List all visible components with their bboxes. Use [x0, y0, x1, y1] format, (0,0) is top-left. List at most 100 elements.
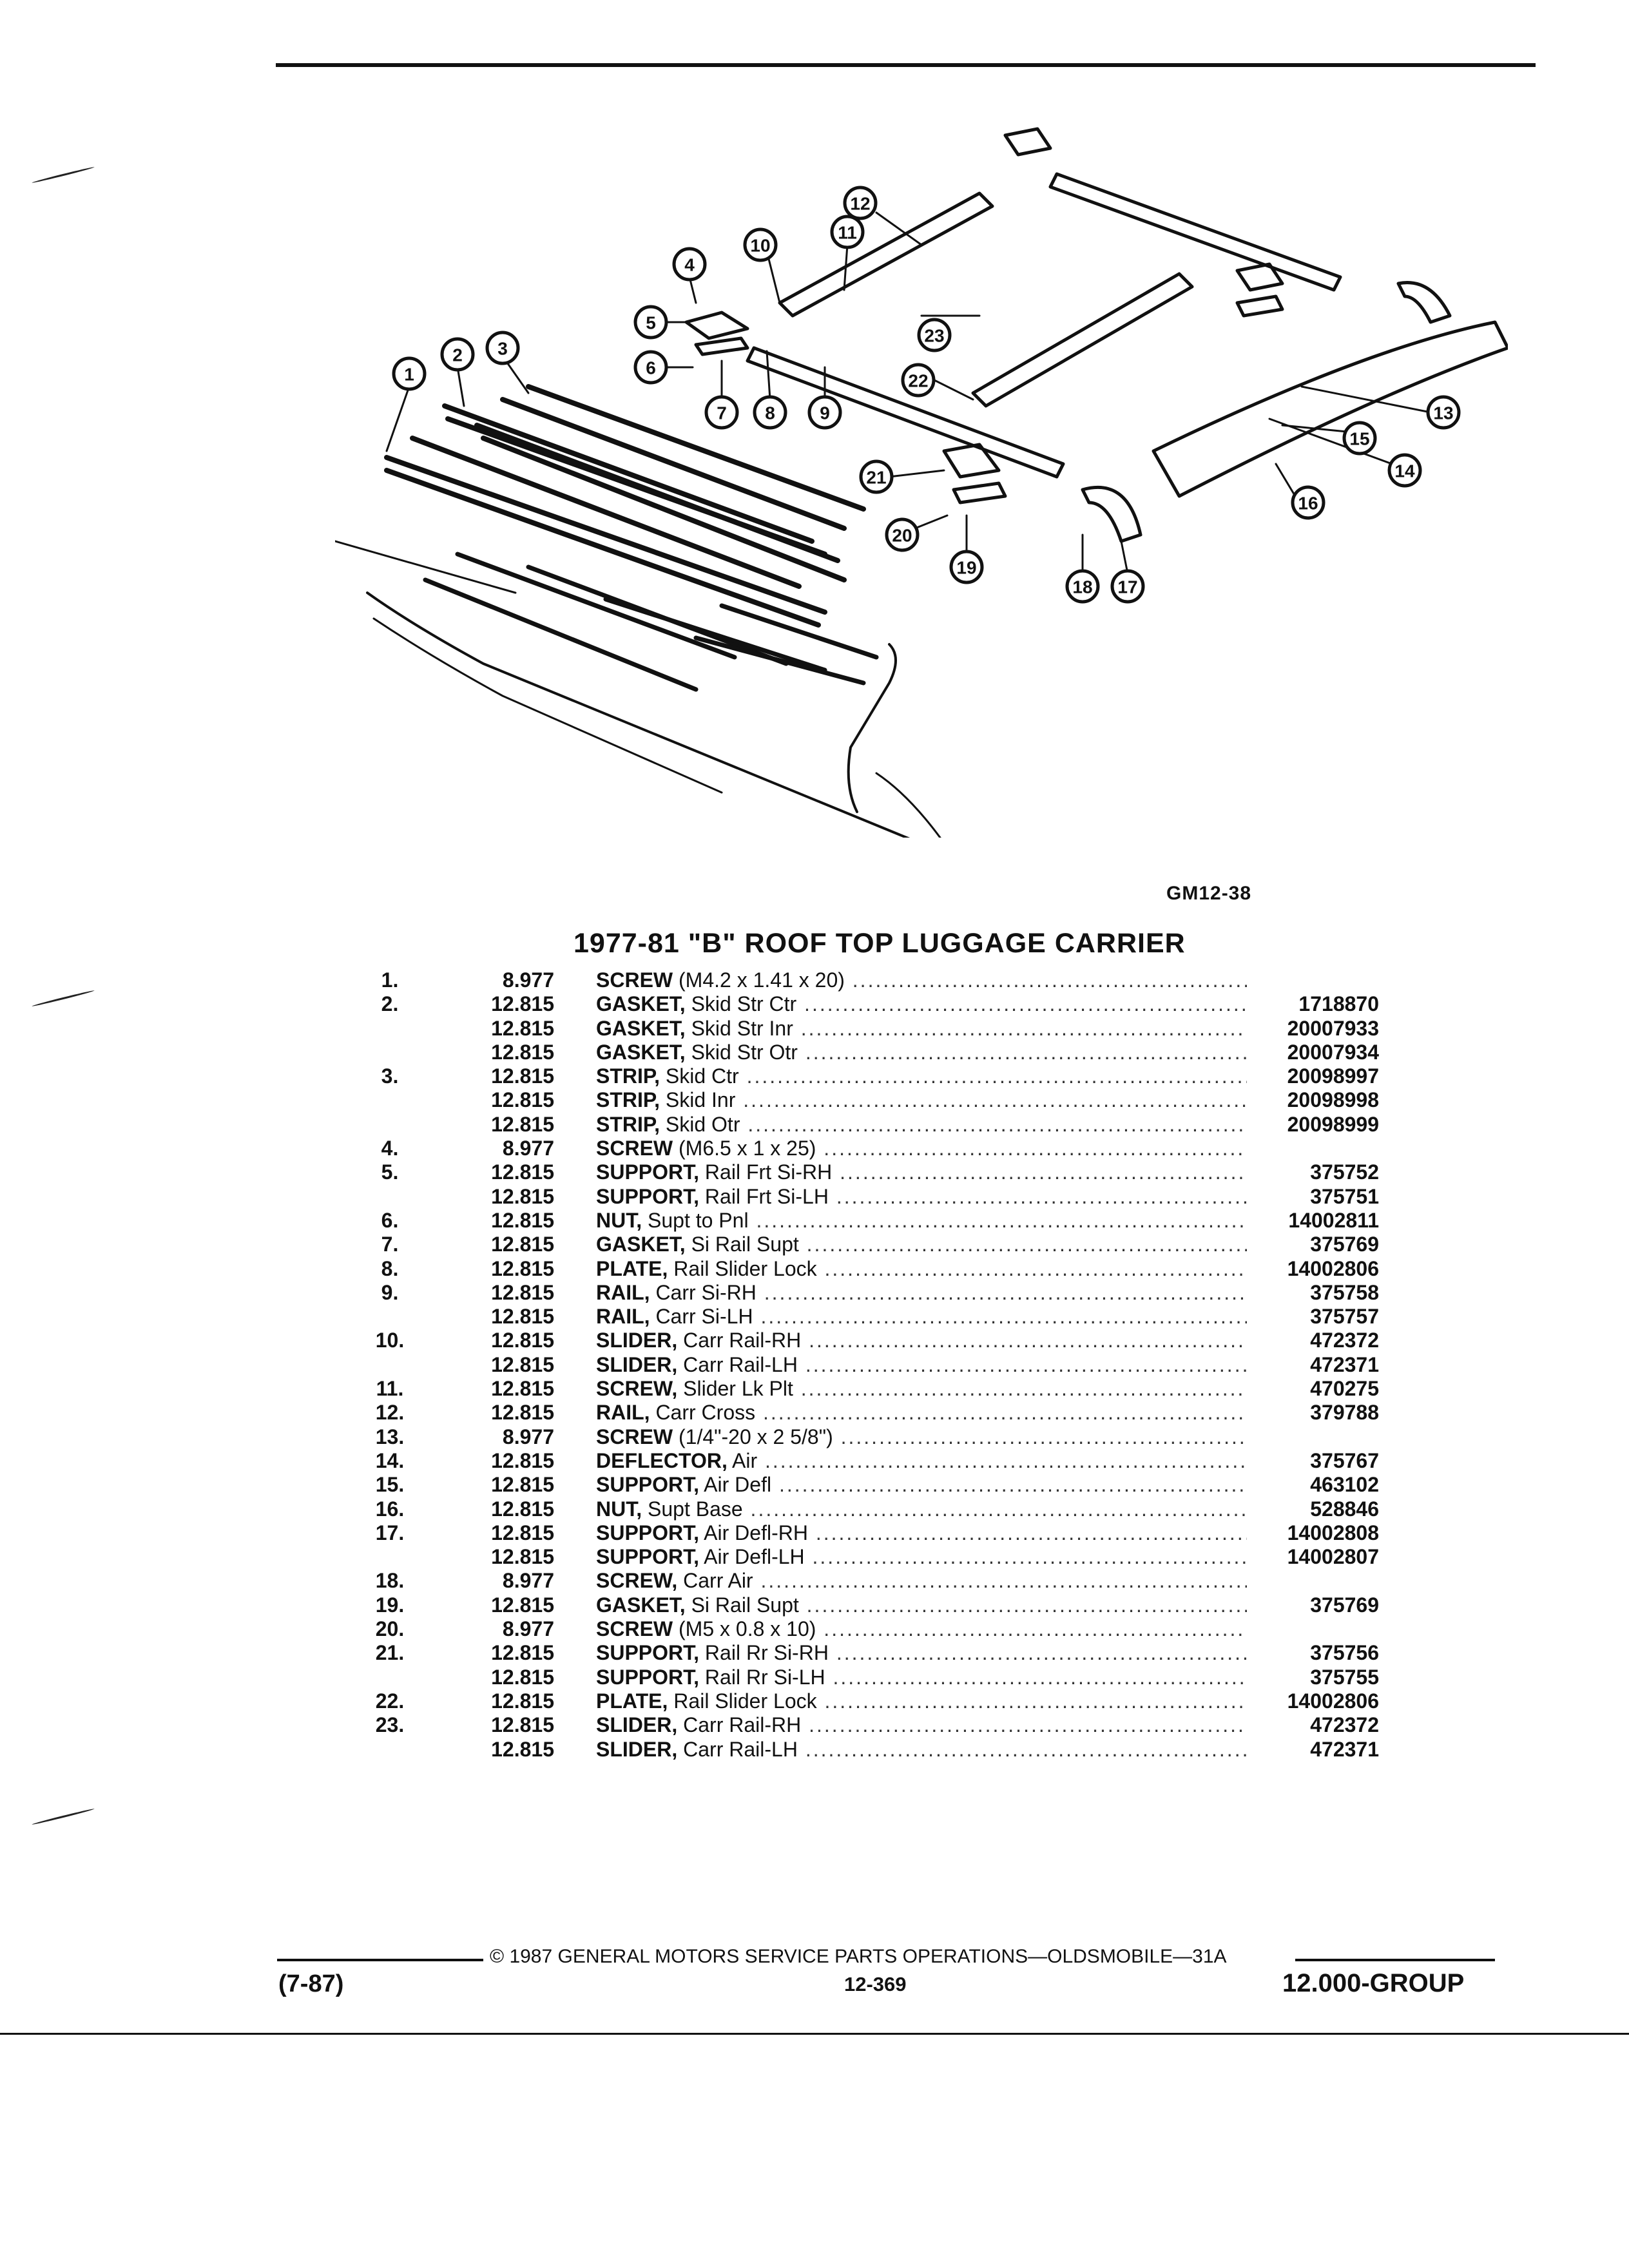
group-number: 12.815: [491, 992, 554, 1016]
part-detail: (M4.2 x 1.41 x 20): [673, 968, 845, 992]
part-description: SLIDER, Carr Rail-LH ...................…: [596, 1737, 1247, 1761]
callout-8: 8: [753, 395, 787, 430]
part-number: 375769: [1310, 1233, 1379, 1256]
part-detail: Rail Rr Si-RH: [699, 1641, 829, 1665]
part-description: NUT, Supt to Pnl .......................…: [596, 1208, 1247, 1232]
part-detail: Si Rail Supt: [685, 1593, 799, 1617]
svg-text:3: 3: [497, 339, 508, 359]
group-number: 8.977: [502, 968, 554, 992]
part-description: SCREW (M4.2 x 1.41 x 20) ...............…: [596, 968, 1247, 992]
part-description: STRIP, Skid Otr ........................…: [596, 1112, 1247, 1136]
part-detail: Skid Otr: [660, 1112, 740, 1136]
svg-text:2: 2: [452, 345, 463, 365]
group-number: 8.977: [502, 1425, 554, 1448]
part-description: PLATE, Rail Slider Lock ................…: [596, 1689, 1247, 1713]
part-name: SLIDER,: [596, 1737, 678, 1761]
page-title: 1977-81 "B" ROOF TOP LUGGAGE CARRIER: [574, 928, 1186, 959]
part-name: STRIP,: [596, 1112, 660, 1136]
part-number: 20007934: [1287, 1040, 1379, 1064]
part-description: SLIDER, Carr Rail-RH ...................…: [596, 1713, 1247, 1737]
group-number: 12.815: [491, 1233, 554, 1256]
part-name: SCREW: [596, 1137, 673, 1160]
group-number: 12.815: [491, 1329, 554, 1352]
callout-14: 14: [1387, 453, 1422, 488]
svg-text:9: 9: [820, 403, 830, 423]
part-number: 14002811: [1288, 1208, 1379, 1232]
group-number: 12.815: [491, 1545, 554, 1569]
part-description: SUPPORT, Rail Rr Si-LH .................…: [596, 1665, 1247, 1689]
part-detail: Rail Rr Si-LH: [699, 1665, 825, 1689]
item-number: 8.: [381, 1256, 399, 1280]
part-detail: Air Defl-LH: [699, 1545, 805, 1569]
item-number: 23.: [375, 1713, 405, 1737]
part-description: RAIL, Carr Cross .......................…: [596, 1401, 1247, 1425]
part-name: SUPPORT,: [596, 1641, 700, 1665]
group-number: 8.977: [502, 1617, 554, 1641]
part-description: GASKET, Skid Str Inr ...................…: [596, 1016, 1247, 1040]
svg-text:23: 23: [924, 326, 944, 346]
part-detail: Skid Inr: [660, 1088, 736, 1112]
part-name: SLIDER,: [596, 1352, 678, 1376]
part-name: SLIDER,: [596, 1713, 678, 1737]
item-number: 2.: [381, 992, 399, 1016]
top-rule: [276, 63, 1536, 67]
item-number: 14.: [375, 1448, 405, 1472]
svg-text:13: 13: [1433, 403, 1453, 423]
part-detail: Rail Frt Si-RH: [699, 1160, 833, 1184]
group-number: 12.815: [491, 1305, 554, 1329]
part-name: PLATE,: [596, 1689, 668, 1713]
callout-20: 20: [885, 517, 920, 552]
part-detail: Slider Lk Plt: [677, 1377, 793, 1401]
callout-10: 10: [743, 227, 778, 262]
group-number: 12.815: [491, 1713, 554, 1737]
svg-text:19: 19: [956, 558, 976, 578]
part-detail: Rail Frt Si-LH: [699, 1184, 829, 1208]
item-number: 3.: [381, 1064, 399, 1088]
item-number: 4.: [381, 1137, 399, 1160]
part-description: SCREW (M5 x 0.8 x 10) ..................…: [596, 1617, 1247, 1641]
hole-punch-mark: [32, 989, 95, 1008]
part-detail: Carr Cross: [650, 1401, 756, 1425]
svg-text:7: 7: [717, 403, 727, 423]
part-number: 375757: [1310, 1305, 1379, 1329]
item-number: 19.: [375, 1593, 405, 1617]
part-description: SUPPORT, Rail Frt Si-LH ................…: [596, 1184, 1247, 1208]
part-description: GASKET, Si Rail Supt ...................…: [596, 1593, 1247, 1617]
part-number: 472372: [1310, 1713, 1379, 1737]
part-number: 14002807: [1287, 1545, 1379, 1569]
svg-text:20: 20: [892, 526, 912, 546]
part-description: GASKET, Si Rail Supt ...................…: [596, 1233, 1247, 1256]
part-description: SCREW (M6.5 x 1 x 25) ..................…: [596, 1137, 1247, 1160]
callout-17: 17: [1110, 569, 1145, 604]
svg-text:11: 11: [838, 223, 857, 243]
part-number: 528846: [1310, 1497, 1379, 1521]
svg-text:16: 16: [1298, 494, 1318, 514]
parts-row: 12.815 STRIP, Skid Otr ..................…: [361, 1113, 1392, 1137]
group-number: 8.977: [502, 1569, 554, 1593]
svg-text:10: 10: [750, 236, 770, 256]
callout-21: 21: [859, 459, 894, 494]
item-number: 17.: [375, 1521, 405, 1544]
part-number: 463102: [1310, 1473, 1379, 1497]
part-number: 20098999: [1287, 1112, 1379, 1136]
callout-9: 9: [807, 395, 842, 430]
part-detail: Carr Rail-LH: [677, 1737, 798, 1761]
part-detail: Supt Base: [642, 1497, 743, 1521]
part-description: STRIP, Skid Inr ........................…: [596, 1088, 1247, 1112]
part-name: SUPPORT,: [596, 1521, 700, 1544]
part-name: STRIP,: [596, 1088, 660, 1112]
part-detail: (M6.5 x 1 x 25): [673, 1137, 816, 1160]
figure-code: GM12-38: [1166, 883, 1252, 904]
part-detail: Carr Si-RH: [650, 1280, 757, 1304]
air-deflector-outline: [1152, 320, 1508, 498]
part-name: SCREW,: [596, 1377, 678, 1401]
group-number: 12.815: [491, 1112, 554, 1136]
